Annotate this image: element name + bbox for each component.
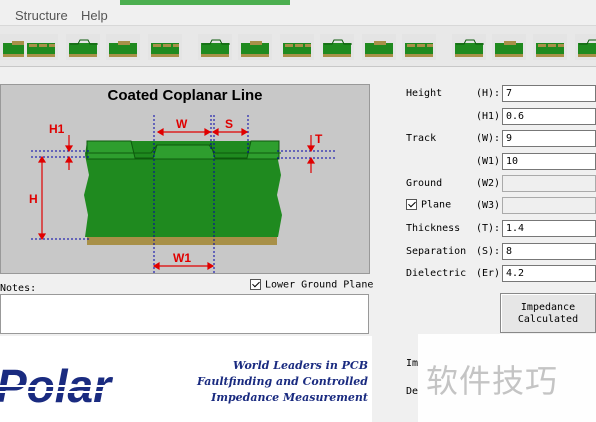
structure-button-7[interactable] bbox=[238, 34, 272, 60]
lower-ground-plane-checkbox[interactable]: Lower Ground Plane bbox=[250, 279, 373, 291]
structure-thumbnail-icon bbox=[283, 43, 311, 57]
delay-side-label: De bbox=[406, 386, 419, 397]
height1-input[interactable]: 0.6 bbox=[502, 108, 596, 125]
structure-thumbnail-icon bbox=[536, 43, 564, 57]
structure-diagram: H1 W S T H W1 bbox=[0, 84, 370, 274]
structure-button-5[interactable] bbox=[148, 34, 182, 60]
track1-symbol: (W1): bbox=[476, 156, 507, 167]
label-h: H bbox=[29, 192, 38, 206]
plane-input[interactable] bbox=[502, 197, 596, 214]
height-label: Height bbox=[406, 88, 443, 99]
structure-button-9[interactable] bbox=[320, 34, 354, 60]
coating-layer bbox=[86, 140, 280, 160]
structure-thumbnail-icon bbox=[69, 39, 98, 57]
label-w: W bbox=[176, 117, 188, 131]
coplanar-cross-section: H1 W S T H W1 bbox=[29, 115, 337, 273]
menu-bar: Structure Help bbox=[0, 0, 596, 24]
guide-lines bbox=[31, 115, 337, 273]
label-t: T bbox=[315, 132, 323, 146]
height1-symbol: (H1): bbox=[476, 111, 507, 122]
structure-toolbar bbox=[0, 25, 596, 67]
structure-thumbnail-icon bbox=[495, 41, 523, 57]
diagram-title: Coated Coplanar Line bbox=[107, 87, 263, 104]
coating-edge bbox=[85, 144, 281, 154]
notes-label: Notes: bbox=[0, 283, 37, 294]
thickness-input[interactable]: 1.4 bbox=[502, 220, 596, 237]
track-input[interactable]: 9 bbox=[502, 130, 596, 147]
structure-thumbnail-icon bbox=[27, 43, 55, 57]
structure-thumbnail-icon bbox=[578, 39, 596, 57]
dielectric-symbol: (Er): bbox=[476, 268, 507, 279]
window-top-strip bbox=[120, 0, 290, 5]
structure-thumbnail-icon bbox=[365, 41, 393, 57]
structure-button-13[interactable] bbox=[492, 34, 526, 60]
structure-button-3[interactable] bbox=[66, 34, 100, 60]
structure-button-14[interactable] bbox=[533, 34, 567, 60]
plane-label: Plane bbox=[421, 199, 452, 211]
lower-ground-plane-label: Lower Ground Plane bbox=[265, 279, 374, 291]
thickness-label: Thickness bbox=[406, 223, 461, 234]
checkbox-check-icon[interactable] bbox=[250, 279, 261, 290]
thickness-symbol: (T): bbox=[476, 223, 501, 234]
separation-label: Separation bbox=[406, 246, 467, 257]
structure-thumbnail-icon bbox=[151, 43, 179, 57]
structure-thumbnail-icon bbox=[201, 39, 230, 57]
separation-symbol: (S): bbox=[476, 246, 501, 257]
structure-button-10[interactable] bbox=[362, 34, 396, 60]
structure-button-2[interactable] bbox=[24, 34, 58, 60]
ground-label: Ground bbox=[406, 178, 443, 189]
substrate-shape bbox=[84, 141, 282, 237]
structure-thumbnail-icon bbox=[241, 41, 269, 57]
plane-symbol: (W3): bbox=[476, 200, 507, 211]
structure-button-15[interactable] bbox=[575, 34, 596, 60]
dielectric-label: Dielectric bbox=[406, 268, 467, 279]
menu-structure[interactable]: Structure bbox=[15, 8, 68, 23]
separation-input[interactable]: 8 bbox=[502, 243, 596, 260]
ground-input[interactable] bbox=[502, 175, 596, 192]
impedance-side-label: Im bbox=[406, 358, 419, 369]
watermark-overlay: 软件技巧 bbox=[418, 334, 596, 422]
height-input[interactable]: 7 bbox=[502, 85, 596, 102]
structure-thumbnail-icon bbox=[323, 39, 352, 57]
track-symbol: (W): bbox=[476, 133, 501, 144]
structure-button-8[interactable] bbox=[280, 34, 314, 60]
label-h1: H1 bbox=[49, 122, 65, 136]
structure-button-11[interactable] bbox=[402, 34, 436, 60]
structure-button-4[interactable] bbox=[106, 34, 140, 60]
track-label: Track bbox=[406, 133, 437, 144]
label-s: S bbox=[225, 117, 233, 131]
plane-checkbox[interactable]: Plane bbox=[406, 199, 451, 211]
dimension-arrows bbox=[37, 127, 316, 271]
track1-input[interactable]: 10 bbox=[502, 153, 596, 170]
menu-help[interactable]: Help bbox=[81, 8, 108, 23]
structure-thumbnail-icon bbox=[405, 43, 433, 57]
brand-tagline: World Leaders in PCB Faultfinding and Co… bbox=[197, 359, 368, 404]
lower-ground-plane-shape bbox=[87, 237, 277, 245]
polar-logo: Polar bbox=[0, 360, 140, 412]
impedance-calculate-button[interactable]: Impedance Calculated bbox=[500, 293, 596, 333]
ground-symbol: (W2): bbox=[476, 178, 507, 189]
parameter-panel: Height (H): 7 (H1): 0.6 Track (W): 9 (W1… bbox=[396, 80, 596, 422]
structure-thumbnail-icon bbox=[109, 41, 137, 57]
dielectric-input[interactable]: 4.2 bbox=[502, 265, 596, 282]
structure-button-6[interactable] bbox=[198, 34, 232, 60]
notes-input[interactable] bbox=[0, 294, 369, 334]
label-w1: W1 bbox=[173, 251, 191, 265]
structure-button-12[interactable] bbox=[452, 34, 486, 60]
brand-area: Polar World Leaders in PCB Faultfinding … bbox=[0, 336, 372, 422]
structure-thumbnail-icon bbox=[455, 39, 484, 57]
height-symbol: (H): bbox=[476, 88, 501, 99]
plane-check-icon[interactable] bbox=[406, 199, 417, 210]
watermark-text: 软件技巧 bbox=[426, 363, 559, 399]
